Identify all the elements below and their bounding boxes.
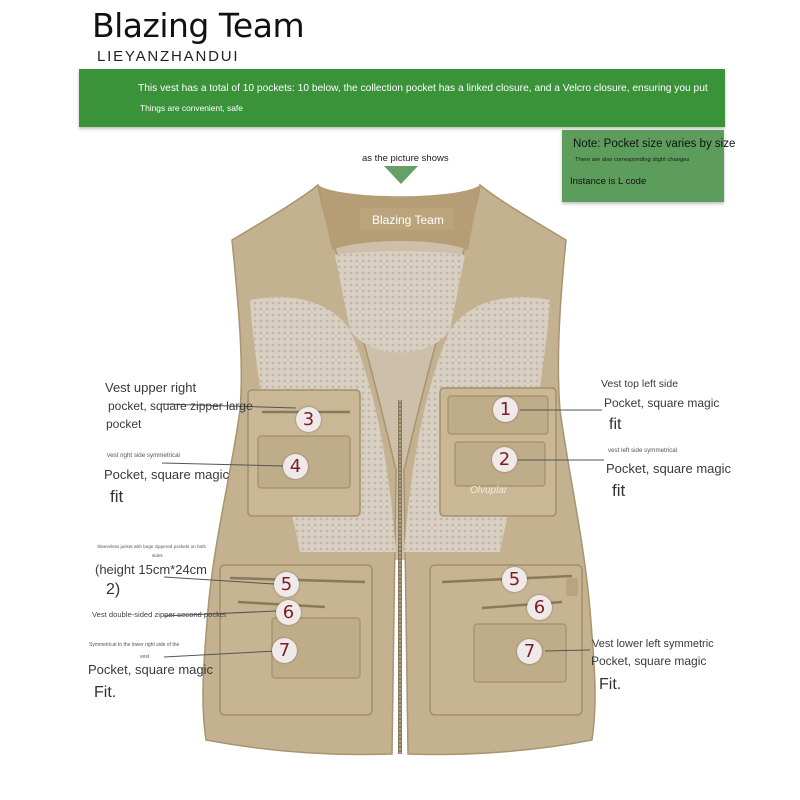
callout-7-right: 7 <box>272 638 297 663</box>
label-right-side-small: vest right side symmetrical <box>107 452 180 459</box>
label-lower-right-small2: vest <box>140 654 150 660</box>
down-arrow-icon <box>384 166 418 184</box>
label-lower-right-small1: Symmetrical to the lower right side of t… <box>89 642 180 648</box>
label-lower-right-line2: Fit. <box>94 684 117 701</box>
callout-2: 2 <box>492 447 517 472</box>
label-upper-right-line3: pocket <box>106 417 142 431</box>
leader-lines <box>161 403 604 658</box>
label-upper-right-line2: pocket, square zipper large <box>108 399 253 413</box>
collar-label: Blazing Team <box>372 213 444 227</box>
note-subtitle: There are also corresponding slight chan… <box>575 157 690 163</box>
label-upper-right-line1: Vest upper right <box>105 380 197 395</box>
label-right-side-line2: fit <box>110 487 124 506</box>
label-sleeveless-small2: sides <box>152 553 163 558</box>
banner-text-line1: This vest has a total of 10 pockets: 10 … <box>138 83 708 94</box>
label-right-side-line1: Pocket, square magic <box>104 467 230 482</box>
callout-6-right: 6 <box>276 600 301 625</box>
label-top-left-line3: fit <box>609 416 622 433</box>
label-double-sided: Vest double-sided zipper second pocket <box>92 610 227 619</box>
callout-1: 1 <box>493 397 518 422</box>
label-top-left-line2: Pocket, square magic <box>604 396 720 410</box>
label-lower-left-line1: Vest lower left symmetric <box>592 638 714 650</box>
note-title: Note: Pocket size varies by size <box>573 138 736 150</box>
callout-3: 3 <box>296 407 321 432</box>
chest-logo: Olvuplar <box>470 485 508 496</box>
info-banner <box>79 69 725 127</box>
label-sleeveless-line2: 2) <box>106 581 121 598</box>
label-lower-left-line3: Fit. <box>599 676 622 693</box>
label-sleeveless-line1: (height 15cm*24cm <box>95 562 207 577</box>
note-instance: Instance is L code <box>570 176 647 187</box>
label-top-left-line1: Vest top left side <box>601 378 679 390</box>
picture-caption: as the picture shows <box>362 153 449 164</box>
label-left-side-line1: Pocket, square magic <box>606 461 732 476</box>
callout-4: 4 <box>283 454 308 479</box>
callout-6-left: 6 <box>527 595 552 620</box>
label-sleeveless-small1: Sleeveless jacket with large zippered po… <box>97 544 207 549</box>
label-lower-left-line2: Pocket, square magic <box>591 654 707 668</box>
label-left-side-line2: fit <box>612 481 626 500</box>
callout-7-left: 7 <box>517 639 542 664</box>
note-box <box>562 130 724 202</box>
label-lower-right-line1: Pocket, square magic <box>88 662 214 677</box>
banner-text-line2: Things are convenient, safe <box>140 103 243 113</box>
callout-5-left: 5 <box>502 567 527 592</box>
brand-subtitle: LIEYANZHANDUI <box>97 48 240 65</box>
brand-title: Blazing Team <box>92 6 305 45</box>
label-left-side-small: vest left side symmetrical <box>608 447 678 454</box>
callout-5-right: 5 <box>274 572 299 597</box>
